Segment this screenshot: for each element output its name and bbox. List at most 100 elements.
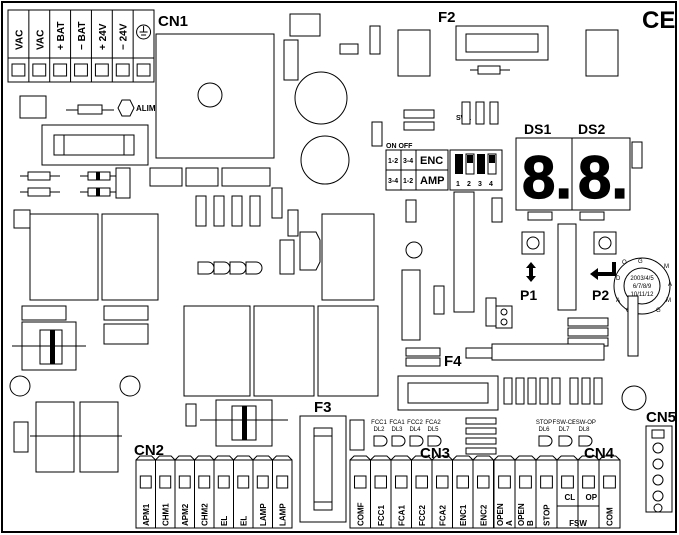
relay-small <box>19 95 47 119</box>
terminal-pin-label: FCC2 <box>418 505 427 526</box>
display-ds1-digit: 8. <box>522 144 572 211</box>
cn1-pin-label: VAC <box>35 30 46 50</box>
dip-switch-sw1: 1 2 3 4 <box>449 149 503 191</box>
terminal-screw <box>498 475 511 489</box>
terminal-pin-label: APM1 <box>142 503 151 526</box>
p1-label: P1 <box>520 287 537 303</box>
terminal-screw <box>374 475 387 489</box>
p1-button[interactable] <box>521 231 545 255</box>
dip-number: 2 <box>467 181 471 188</box>
led-dl: DL2 <box>373 427 385 433</box>
dial-letter: G <box>638 259 643 265</box>
terminal-screw <box>395 475 408 489</box>
dip-table-cell: 3-4 <box>403 158 413 165</box>
alim-label: ALIM <box>136 104 156 113</box>
resistor-bank-sw1 <box>461 101 499 125</box>
terminal-screw <box>217 475 230 489</box>
dial-number: 6/7/8/9 <box>633 284 652 290</box>
terminal-pin-label: LAMP <box>278 503 287 526</box>
terminal-pin-label: ENC1 <box>459 504 468 526</box>
terminal-pin: FCA1 <box>390 455 412 529</box>
terminal-screw <box>477 475 490 489</box>
f2-label: F2 <box>438 9 456 26</box>
terminal-screw <box>178 475 191 489</box>
cn5-label: CN5 <box>646 409 676 426</box>
dip-number: 3 <box>478 181 482 188</box>
terminal-screw <box>561 475 574 489</box>
dip-table-enc: ENC <box>420 155 443 167</box>
fuse-f1 <box>41 124 149 166</box>
cn1-terminal-screw <box>53 63 68 77</box>
dip-number: 1 <box>456 181 460 188</box>
terminal-pin-label: COMF <box>356 502 365 526</box>
enter-arrow-icon <box>590 262 616 280</box>
terminal-screw <box>354 475 367 489</box>
ds1-label: DS1 <box>524 121 551 137</box>
led-name: FCA2 <box>425 420 441 426</box>
cn3-label: CN3 <box>420 445 450 462</box>
terminal-pin: FCA2 <box>431 455 453 529</box>
middle-components <box>183 187 379 447</box>
cn1-terminal-screw <box>94 63 109 77</box>
cn1-terminal-screw <box>11 63 26 77</box>
cn1-pin-label: + 24V <box>98 23 109 50</box>
cn1-pin-label: − BAT <box>77 22 88 50</box>
terminal-pin-label: FCA1 <box>397 505 406 526</box>
terminal-pin: COMF <box>349 455 371 529</box>
cn4-label: CN4 <box>584 445 615 462</box>
terminal-pin: OP <box>577 455 600 529</box>
terminal-screw <box>436 475 449 489</box>
alim-led <box>117 99 135 117</box>
led-name: FSW-OP <box>572 420 596 426</box>
transformer <box>149 33 275 187</box>
terminal-screw <box>540 475 553 489</box>
terminal-pin: CL <box>556 455 579 529</box>
relays-left <box>9 209 159 473</box>
dip-table-cell: 1-2 <box>388 158 398 165</box>
terminal-pin: STOP <box>535 455 558 529</box>
terminal-pin: FCC1 <box>370 455 392 529</box>
ce-mark-icon: CE <box>642 7 675 34</box>
terminal-pin: EL <box>233 455 254 529</box>
up-down-arrow-icon <box>526 262 536 282</box>
led-name: FCA1 <box>389 420 405 426</box>
cn1-terminal-screw <box>32 63 47 77</box>
terminal-pin-label: B <box>526 520 535 526</box>
terminal-pin-label: EL <box>220 516 229 526</box>
cn1-pin-label: VAC <box>14 30 25 50</box>
f4-label: F4 <box>444 353 462 370</box>
led-dl: DL4 <box>409 427 421 433</box>
dial-letter: D <box>616 276 621 282</box>
dial-number: 2003/4/5 <box>630 276 654 282</box>
dial-letter: O <box>622 260 627 266</box>
led-dl: DL7 <box>558 427 570 433</box>
led-dl: DL5 <box>427 427 439 433</box>
terminal-pin-label: OPEN <box>517 503 526 526</box>
chip-small-top <box>289 13 321 37</box>
terminal-screw <box>582 475 595 489</box>
fuse-f2 <box>339 25 619 147</box>
dip-table-amp: AMP <box>420 175 444 187</box>
cn1-pin-label: + BAT <box>56 22 67 50</box>
cn1-terminal-screw <box>115 63 130 77</box>
terminal-screw <box>603 475 616 489</box>
terminal-screw <box>276 475 289 489</box>
cn1-terminal-screw <box>74 63 88 77</box>
terminal-screw <box>198 475 211 489</box>
terminal-pin: CHM2 <box>194 455 215 529</box>
led-name: FCC1 <box>371 420 387 426</box>
cn1-label: CN1 <box>158 13 188 30</box>
terminal-pin: LAMP <box>252 455 273 529</box>
terminal-pin-label: CHM2 <box>200 503 209 526</box>
terminal-pin: COM <box>598 455 621 529</box>
resistor-vert-1 <box>283 39 299 81</box>
terminal-pin: FCC2 <box>411 455 433 529</box>
dial-letter: G <box>656 308 661 314</box>
p2-button[interactable] <box>593 231 617 255</box>
